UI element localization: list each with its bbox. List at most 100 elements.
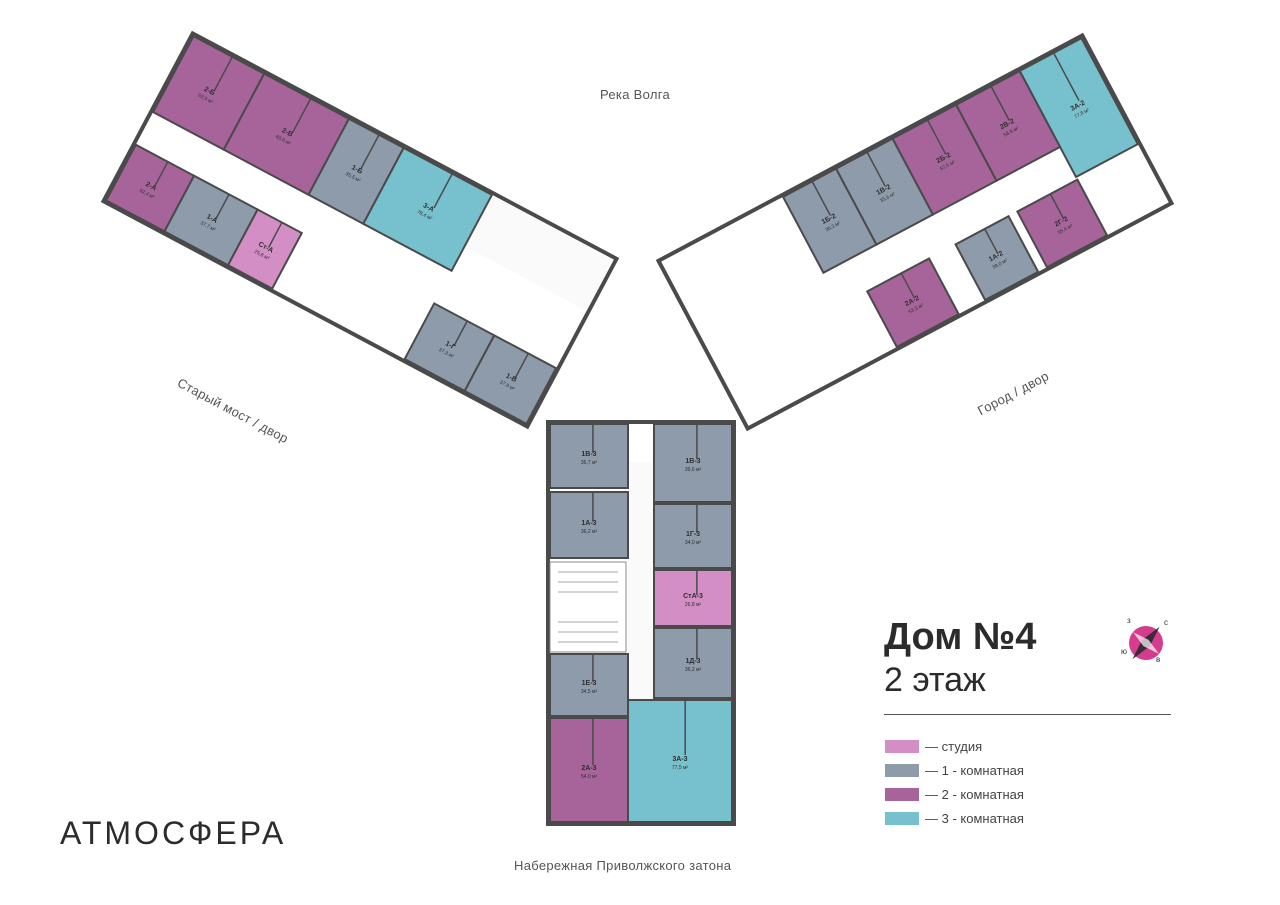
apartment-unit[interactable]: 1А-238,0 м² xyxy=(954,214,1040,302)
apartment-unit-fill xyxy=(653,569,733,627)
compass-west: з xyxy=(1127,616,1131,625)
apartment-unit-fill xyxy=(1016,178,1109,269)
compass-north: с xyxy=(1164,618,1168,627)
legend-item-one-room: — 1 - комнатная xyxy=(885,758,1024,782)
apartment-unit-fill xyxy=(549,717,629,823)
unit-partition xyxy=(153,161,169,188)
apartment-unit[interactable]: 2Г-255,4 м² xyxy=(1016,178,1109,269)
unit-code: 1-Б xyxy=(350,164,363,175)
unit-partition xyxy=(811,180,832,216)
legend-label-one-room: — 1 - комнатная xyxy=(925,762,1024,778)
apartment-unit[interactable]: 1Б-236,3 м² xyxy=(781,167,878,275)
unit-code: 3-А xyxy=(422,202,435,213)
legend-item-two-room: — 2 - комнатная xyxy=(885,782,1024,806)
wing-bottom: 1В-3 36,7 м² 1В-3 39,6 м² 1А-3 36,2 м² 1Г-334,… xyxy=(546,420,736,826)
unit-area: 34,5 м² xyxy=(581,689,598,695)
unit-code: 1Д-3 xyxy=(685,658,700,665)
orientation-north: Река Волга xyxy=(600,87,671,102)
apartment-unit[interactable]: 1-В37,9 м² xyxy=(463,334,558,426)
unit-partition xyxy=(1053,52,1080,101)
compass-cross xyxy=(1132,632,1160,654)
unit-partition xyxy=(453,320,468,347)
unit-partition xyxy=(433,173,453,209)
unit-code: 1В-3 xyxy=(685,458,700,465)
unit-area: 39,6 м² xyxy=(685,467,702,473)
apartment-unit[interactable]: 2А-3 54,0 м² xyxy=(549,717,629,823)
unit-code: 1-В xyxy=(504,373,517,384)
apartment-unit[interactable]: 3А-3 77,5 м² xyxy=(627,699,733,823)
apartment-unit[interactable]: 2-В60,6 м² xyxy=(222,72,351,197)
floor-title: 2 этаж xyxy=(884,661,986,699)
title-block: Дом №4 2 этаж xyxy=(884,615,1174,701)
unit-partition xyxy=(926,119,947,155)
apartment-unit[interactable]: 1Г-334,0 м² xyxy=(653,503,733,569)
house-title: Дом №4 xyxy=(884,616,1037,658)
unit-area: 36,2 м² xyxy=(581,529,598,535)
unit-partition xyxy=(990,85,1010,121)
apartment-unit-fill xyxy=(781,167,878,275)
apartment-unit[interactable]: 1А-3 36,2 м² xyxy=(549,491,629,559)
apartment-unit[interactable]: 2А-253,3 м² xyxy=(865,257,961,349)
legend-swatch-two-room xyxy=(885,787,919,801)
unit-code: 3А-3 xyxy=(672,756,687,763)
compass-south: ю xyxy=(1121,647,1127,656)
unit-code: 2А-3 xyxy=(581,765,596,772)
title-divider xyxy=(884,714,1171,715)
apartment-unit-fill xyxy=(226,208,304,290)
unit-area: 54,0 м² xyxy=(581,774,598,780)
orientation-south: Набережная Приволжского затона xyxy=(514,858,732,873)
unit-partition xyxy=(215,193,230,220)
apartment-unit[interactable]: 1В-3 36,7 м² xyxy=(549,423,629,489)
unit-code: 2-А xyxy=(144,181,157,192)
brand-logo: АТМОСФЕРА xyxy=(60,815,287,851)
unit-partition xyxy=(866,151,886,187)
unit-partition xyxy=(291,98,312,134)
unit-area: 26,8 м² xyxy=(685,602,702,608)
legend: — студия — 1 - комнатная — 2 - комнатная… xyxy=(885,734,1024,830)
wing-left-units: 2-Б62,5 м²2-В60,6 м²1-Б35,5 м²3-А78,4 м²… xyxy=(104,34,558,426)
apartment-unit[interactable]: Ст-А25,8 м² xyxy=(226,208,304,290)
wing-left: 2-Б62,5 м²2-В60,6 м²1-Б35,5 м²3-А78,4 м²… xyxy=(100,30,620,430)
apartment-unit-fill xyxy=(627,699,733,823)
wing-bottom-units: 1В-3 36,7 м² 1В-3 39,6 м² 1А-3 36,2 м² 1Г-334,… xyxy=(549,423,733,823)
legend-swatch-three-room xyxy=(885,811,919,825)
unit-area: 34,0 м² xyxy=(685,540,702,546)
legend-item-studio: — студия xyxy=(885,734,1024,758)
unit-partition xyxy=(984,228,999,255)
unit-area: 36,7 м² xyxy=(581,460,598,466)
apartment-unit-fill xyxy=(653,423,733,503)
apartment-unit-fill xyxy=(653,503,733,569)
apartment-unit-fill xyxy=(865,257,961,349)
legend-label-studio: — студия xyxy=(925,738,983,754)
unit-code: 1Е-3 xyxy=(582,680,597,687)
unit-partition xyxy=(267,222,283,248)
unit-partition xyxy=(900,272,916,299)
apartment-unit[interactable]: 1В-3 39,6 м² xyxy=(653,423,733,503)
unit-code: 1-Г xyxy=(444,340,456,351)
apartment-unit-fill xyxy=(549,653,629,717)
unit-code: 2-В xyxy=(280,127,293,138)
unit-code: 1А-3 xyxy=(581,520,596,527)
apartment-unit-fill xyxy=(549,491,629,559)
legend-swatch-one-room xyxy=(885,763,919,777)
unit-partition xyxy=(360,134,380,170)
apartment-unit[interactable]: 3-А78,4 м² xyxy=(361,146,494,273)
apartment-unit-fill xyxy=(653,627,733,699)
apartment-unit[interactable]: 1Е-3 34,5 м² xyxy=(549,653,629,717)
apartment-unit[interactable]: 1Д-3 36,2 м² xyxy=(653,627,733,699)
unit-code: 1-А xyxy=(205,213,218,224)
legend-label-two-room: — 2 - комнатная xyxy=(925,786,1024,802)
apartment-unit[interactable]: СтА-3 26,8 м² xyxy=(653,569,733,627)
legend-swatch-studio xyxy=(885,739,919,753)
apartment-unit-fill xyxy=(549,423,629,489)
apartment-unit-fill xyxy=(361,146,494,273)
apartment-unit[interactable]: 3А-277,8 м² xyxy=(1018,36,1140,179)
unit-code: 1В-3 xyxy=(581,451,596,458)
unit-area: 36,2 м² xyxy=(685,667,702,673)
unit-area: 77,5 м² xyxy=(672,765,689,771)
unit-code: 2-Б xyxy=(203,86,216,97)
unit-code: СтА-3 xyxy=(683,593,703,600)
